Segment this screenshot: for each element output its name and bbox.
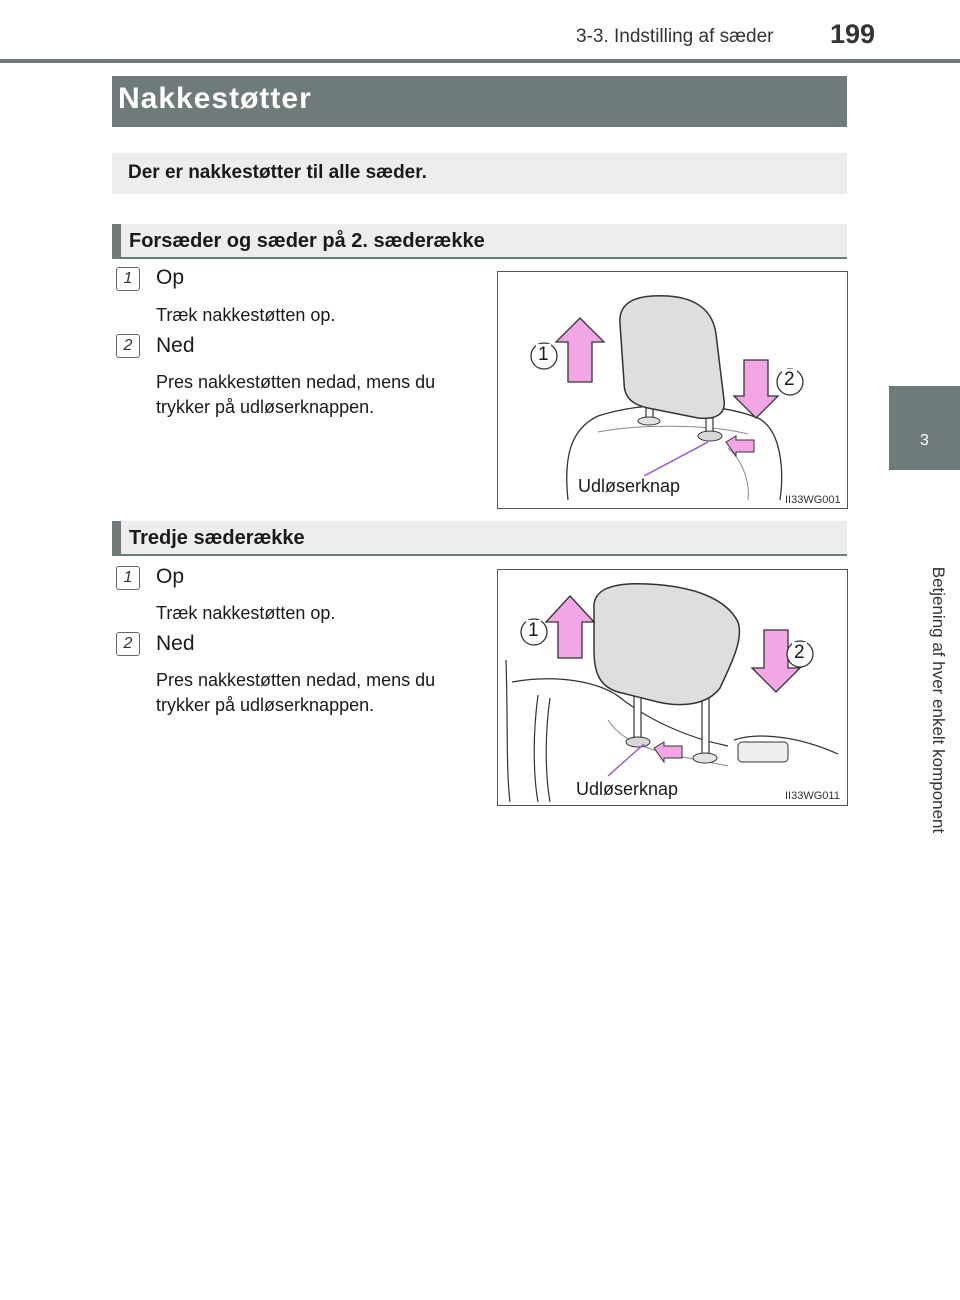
step-description-line: trykker på udløserknappen. (156, 695, 375, 715)
intro-text: Der er nakkestøtter til alle sæder. (128, 162, 427, 183)
callout-number-1: 1 (526, 620, 541, 642)
step-title: Ned (156, 632, 195, 655)
chapter-tab-text: Betjening af hver enkelt komponent (929, 566, 948, 834)
step-number-badge: 2 (116, 334, 140, 358)
section-heading-text: Forsæder og sæder på 2. sæderække (129, 230, 485, 252)
figure-code: II33WG011 (785, 790, 840, 802)
step-number-badge: 2 (116, 632, 140, 656)
up-arrow (554, 317, 606, 383)
heading-bar (112, 224, 121, 259)
section-heading-front-seats: Forsæder og sæder på 2. sæderække (112, 224, 847, 259)
step-description: Pres nakkestøtten nedad, mens du trykker… (156, 668, 491, 718)
heading-bar (112, 521, 121, 556)
step-title: Ned (156, 334, 195, 357)
step-title: Op (156, 565, 185, 588)
step-description-line: Pres nakkestøtten nedad, mens du (156, 670, 436, 690)
page-title: Nakkestøtter (118, 82, 312, 115)
release-button-label: Udløserknap (574, 779, 681, 800)
running-header-section: 3-3. Indstilling af sæder (576, 26, 774, 47)
step-description: Pres nakkestøtten nedad, mens du trykker… (156, 370, 491, 420)
release-button-label: Udløserknap (576, 476, 683, 497)
headrest-figure-front: 1 2 Udløserknap II33WG001 (497, 271, 848, 509)
step-description: Træk nakkestøtten op. (156, 305, 336, 325)
header-rule (0, 59, 960, 63)
headrest-figure-third-row: 1 2 Udløserknap II33WG011 (497, 569, 848, 806)
callout-number-1: 1 (536, 344, 551, 366)
figure-code: II33WG001 (785, 494, 841, 506)
step-number-badge: 1 (116, 267, 140, 291)
page-number: 199 (830, 19, 876, 49)
section-heading-third-row: Tredje sæderække (112, 521, 847, 556)
up-arrow (544, 595, 596, 659)
callout-number-2: 2 (792, 642, 807, 664)
intro-box: Der er nakkestøtter til alle sæder. (112, 153, 847, 194)
chapter-tab-number: 3 (889, 386, 960, 470)
step-title: Op (156, 266, 185, 289)
step-description: Træk nakkestøtten op. (156, 603, 336, 623)
down-arrow (732, 359, 780, 419)
step-description-line: trykker på udløserknappen. (156, 397, 375, 417)
step-number-badge: 1 (116, 566, 140, 590)
section-heading-text: Tredje sæderække (129, 527, 305, 549)
step-description-line: Pres nakkestøtten nedad, mens du (156, 372, 436, 392)
down-arrow (750, 629, 802, 693)
page-title-band: Nakkestøtter (112, 76, 847, 127)
headrest-illustration (505, 582, 839, 803)
callout-number-2: 2 (782, 369, 797, 391)
